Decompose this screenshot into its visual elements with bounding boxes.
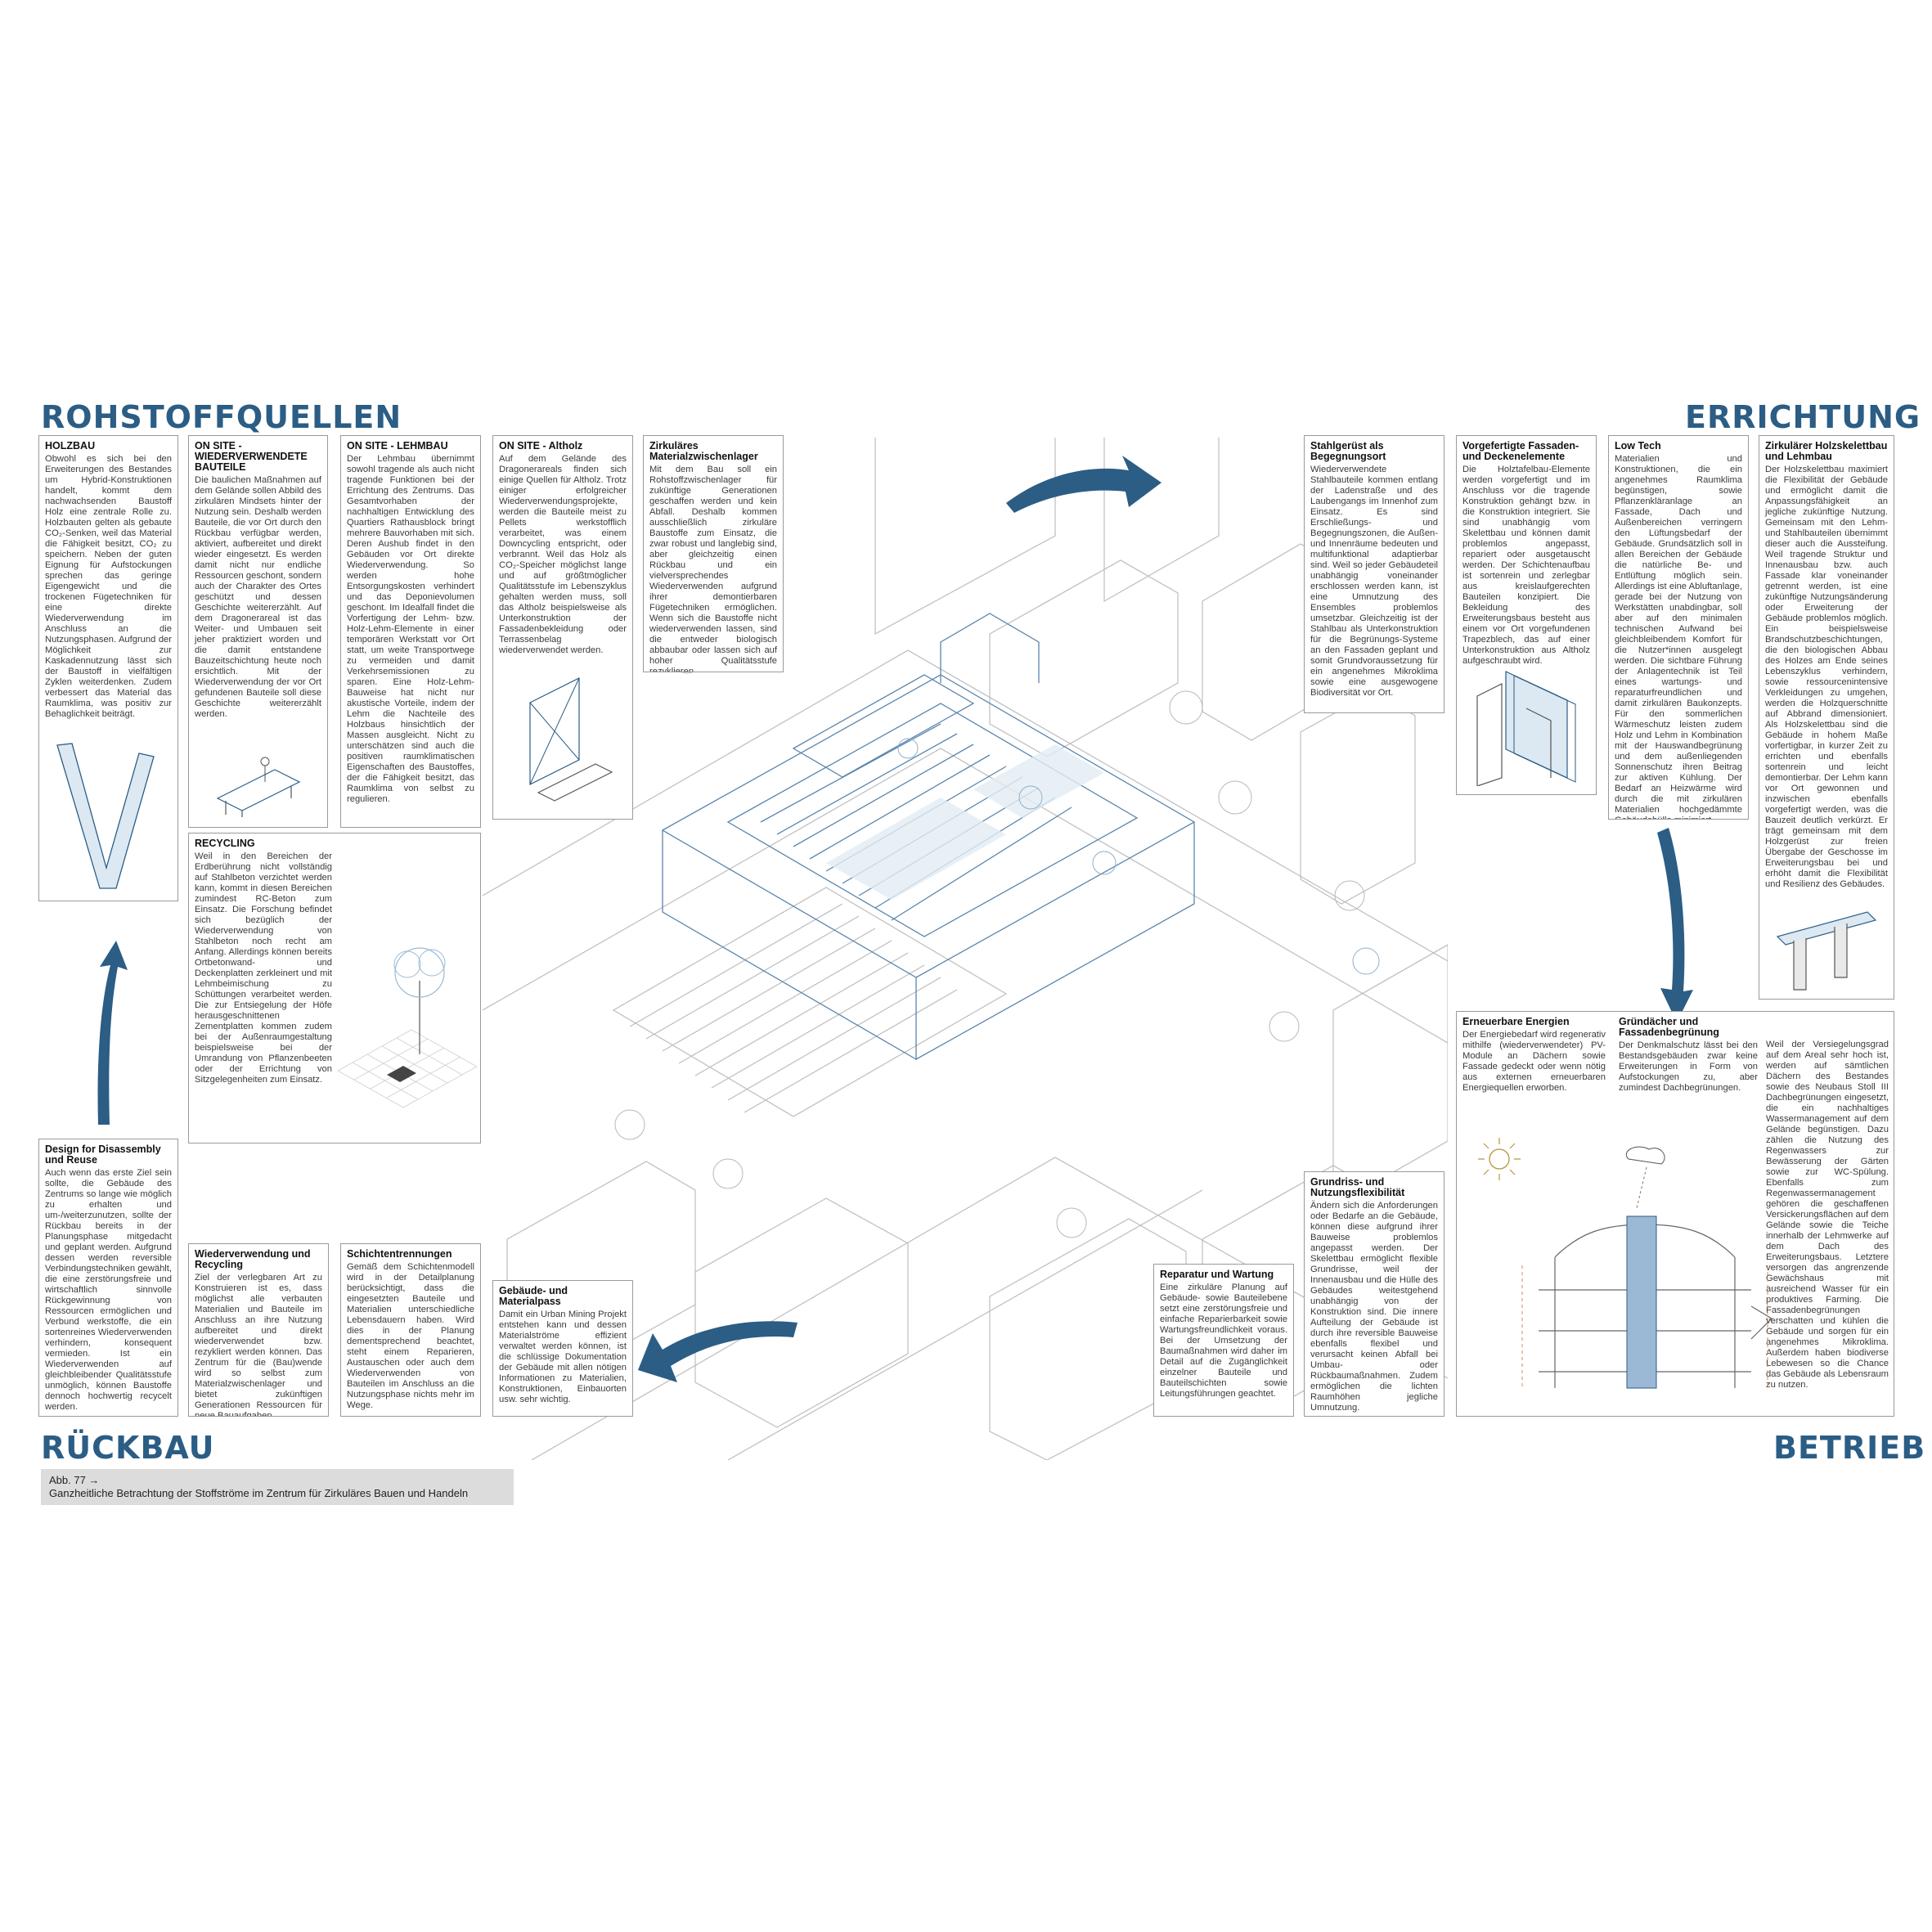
- box-holzskelett-text: Der Holzskelettbau maximiert die Flexibi…: [1765, 465, 1888, 889]
- box-lehmbau-text: Der Lehmbau übernimmt sowohl tragende al…: [347, 454, 474, 804]
- box-gruendaecher-title: Gründächer und Fassadenbegrünung: [1619, 1016, 1719, 1038]
- box-schichten-text: Gemäß dem Schichtenmodell wird in der De…: [347, 1262, 474, 1410]
- box-gruendaecher-text: Der Denkmalschutz lässt bei den Bestands…: [1619, 1040, 1758, 1093]
- box-lehmbau: ON SITE - LEHMBAU Der Lehmbau übernimmt …: [340, 435, 481, 828]
- box-schichten: Schichtentrennungen Gemäß dem Schichtenm…: [340, 1243, 481, 1417]
- box-materialzwischenlager-text: Mit dem Bau soll ein Rohstoffzwischenlag…: [649, 465, 777, 672]
- box-grundriss-text: Ändern sich die Anforderungen oder Bedar…: [1310, 1201, 1438, 1413]
- box-gruendaecher: Gründächer und Fassadenbegrünung Der Den…: [1619, 1017, 1758, 1094]
- box-energien-text: Der Energiebedarf wird regenerativ mithi…: [1462, 1030, 1606, 1093]
- v-timber-icon: [56, 743, 155, 889]
- box-recycling-text: Weil in den Bereichen der Erdberührung n…: [195, 851, 332, 1085]
- box-recycling: RECYCLING Weil in den Bereichen der Erdb…: [188, 833, 481, 1143]
- box-altholz-text: Auf dem Gelände des Dragonerareals finde…: [499, 454, 627, 655]
- flow-arrow-errichtung-icon: [1006, 456, 1161, 513]
- paving-grid-tree-icon: [338, 947, 477, 1108]
- box-altholz: ON SITE - Altholz Auf dem Gelände des Dr…: [492, 435, 633, 820]
- figure-caption: Abb. 77 → Ganzheitliche Betrachtung der …: [41, 1469, 514, 1505]
- box-holzskelett: Zirkulärer Holzskelettbau und Lehmbau De…: [1759, 435, 1894, 1000]
- building-section-icon: [1521, 1146, 1772, 1389]
- box-holzbau-text: Obwohl es sich bei den Erweiterungen des…: [45, 454, 172, 719]
- box-stahlgeruest-text: Wiederverwendete Stahlbauteile kommen en…: [1310, 465, 1438, 698]
- box-reparatur-text: Eine zirkuläre Planung auf Gebäude- sowi…: [1160, 1283, 1287, 1399]
- figure-caption-label: Abb. 77 →: [49, 1474, 100, 1486]
- box-holzbau-title: HOLZBAU: [45, 440, 96, 452]
- box-stahlgeruest: Stahlgerüst als Begegnungsort Wiederverw…: [1304, 435, 1445, 713]
- box-schichten-title: Schichtentrennungen: [347, 1248, 452, 1260]
- box-vorgefertigte-title: Vorgefertigte Fassaden- und Deckenelemen…: [1462, 440, 1579, 462]
- box-materialpass-title: Gebäude- und Materialpass: [499, 1285, 568, 1307]
- sun-icon: [1478, 1138, 1521, 1180]
- header-rueckbau: RÜCKBAU: [41, 1430, 215, 1466]
- figure-caption-text: Ganzheitliche Betrachtung der Stoffström…: [49, 1487, 469, 1499]
- box-energien: Erneuerbare Energien Der Energiebedarf w…: [1462, 1017, 1606, 1094]
- timber-frame-icon: [529, 677, 613, 802]
- panel-betrieb: Erneuerbare Energien Der Energiebedarf w…: [1456, 1011, 1894, 1417]
- box-lowtech: Low Tech Materialien und Konstruktionen,…: [1608, 435, 1749, 820]
- header-betrieb: BETRIEB: [1773, 1430, 1926, 1466]
- box-materialzwischenlager-title: Zirkuläres Materialzwischenlager: [649, 440, 758, 462]
- box-lehmbau-title: ON SITE - LEHMBAU: [347, 440, 448, 452]
- box-holzbau: HOLZBAU Obwohl es sich bei den Erweiteru…: [38, 435, 178, 901]
- box-wasser: Weil der Versiegelungsgrad auf dem Areal…: [1766, 1040, 1889, 1391]
- header-rohstoffquellen: ROHSTOFFQUELLEN: [41, 399, 402, 435]
- box-wiederverwendete-text: Die baulichen Maßnahmen auf dem Gelände …: [195, 475, 321, 719]
- box-materialzwischenlager: Zirkuläres Materialzwischenlager Mit dem…: [643, 435, 784, 672]
- timber-joint-icon: [1776, 911, 1877, 991]
- box-holzskelett-title: Zirkulärer Holzskelettbau und Lehmbau: [1765, 440, 1888, 462]
- flow-arrow-rueckbau-icon: [638, 1321, 798, 1382]
- box-stahlgeruest-title: Stahlgerüst als Begegnungsort: [1310, 440, 1386, 462]
- box-wiederverwendete-title: ON SITE - WIEDERVERWENDETE BAUTEILE: [195, 440, 308, 473]
- arrow-up-left-icon: [97, 941, 128, 1125]
- box-reparatur-title: Reparatur und Wartung: [1160, 1269, 1274, 1280]
- facade-panels-icon: [1476, 671, 1576, 786]
- box-vorgefertigte-text: Die Holztafelbau-Elemente werden vorgefe…: [1462, 465, 1590, 666]
- box-lowtech-text: Materialien und Konstruktionen, die ein …: [1615, 454, 1742, 819]
- bench-icon: [216, 757, 301, 817]
- box-disassembly-title: Design for Disassembly und Reuse: [45, 1143, 161, 1166]
- box-disassembly-text: Auch wenn das erste Ziel sein sollte, di…: [45, 1168, 172, 1412]
- box-energien-title: Erneuerbare Energien: [1462, 1016, 1570, 1027]
- box-lowtech-title: Low Tech: [1615, 440, 1661, 452]
- box-grundriss-title: Grundriss- und Nutzungsflexibilität: [1310, 1176, 1405, 1198]
- box-recycling-title: RECYCLING: [195, 838, 255, 849]
- box-wiederverwendung-text: Ziel der verlegbaren Art zu Konstruieren…: [195, 1273, 322, 1417]
- box-wasser-text: Weil der Versiegelungsgrad auf dem Areal…: [1766, 1040, 1889, 1390]
- box-grundriss: Grundriss- und Nutzungsflexibilität Ände…: [1304, 1171, 1445, 1417]
- box-altholz-title: ON SITE - Altholz: [499, 440, 583, 452]
- box-reparatur: Reparatur und Wartung Eine zirkuläre Pla…: [1153, 1264, 1294, 1417]
- box-wiederverwendete: ON SITE - WIEDERVERWENDETE BAUTEILE Die …: [188, 435, 328, 828]
- arrow-down-right-icon: [1657, 828, 1693, 1022]
- box-disassembly: Design for Disassembly und Reuse Auch we…: [38, 1139, 178, 1417]
- box-vorgefertigte: Vorgefertigte Fassaden- und Deckenelemen…: [1456, 435, 1597, 795]
- box-materialpass-text: Damit ein Urban Mining Projekt entstehen…: [499, 1310, 627, 1404]
- box-wiederverwendung-title: Wiederverwendung und Recycling: [195, 1248, 311, 1270]
- box-materialpass: Gebäude- und Materialpass Damit ein Urba…: [492, 1280, 633, 1417]
- box-wiederverwendung: Wiederverwendung und Recycling Ziel der …: [188, 1243, 329, 1417]
- header-errichtung: ERRICHTUNG: [1685, 399, 1921, 435]
